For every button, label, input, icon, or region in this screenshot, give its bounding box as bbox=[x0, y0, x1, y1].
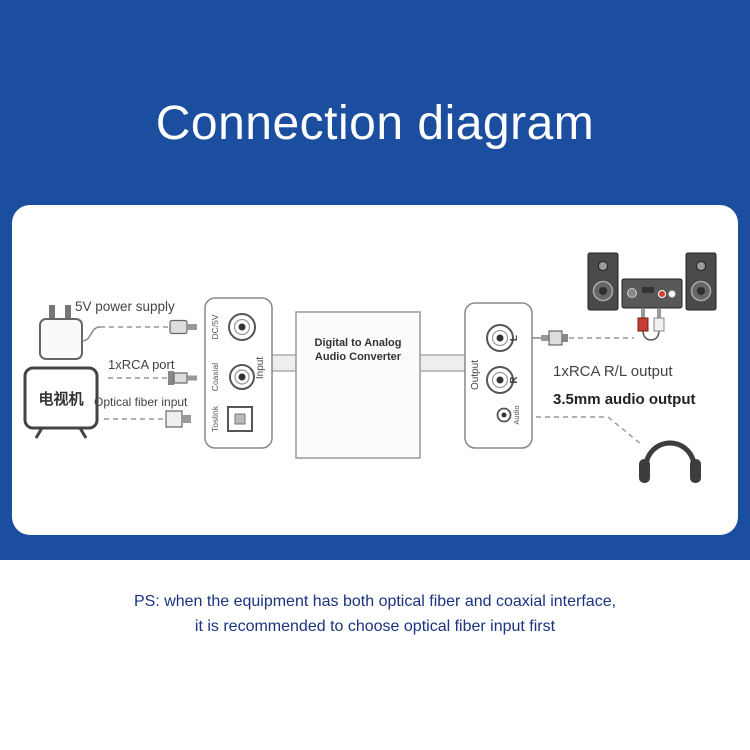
rca-output-plug-icon bbox=[541, 330, 568, 346]
coaxial-port-label: Coaxial bbox=[210, 363, 220, 391]
footer-note-line1: PS: when the equipment has both optical … bbox=[133, 593, 617, 610]
l-port-label: L bbox=[509, 335, 520, 341]
rca-output-label: 1xRCA R/L output bbox=[553, 363, 673, 380]
page-title: Connection diagram bbox=[155, 97, 595, 150]
output-side-label: Output bbox=[470, 360, 481, 390]
rca-input-label: 1xRCA port bbox=[108, 357, 175, 372]
converter-body: Digital to Analog Audio Converter bbox=[295, 311, 421, 459]
audio-port-label: Audio bbox=[512, 405, 521, 424]
audio-connector-line bbox=[536, 416, 643, 446]
input-side-label: Input bbox=[255, 357, 266, 379]
rca-plug-icon bbox=[168, 371, 197, 385]
device-name-line2: Audio Converter bbox=[315, 351, 402, 363]
output-panel: Output L R Audio bbox=[464, 302, 533, 449]
optical-input-label: Optical fiber input bbox=[94, 395, 188, 409]
dc-port-label: DC/5V bbox=[210, 314, 220, 339]
tv-label: 电视机 bbox=[38, 390, 83, 408]
connector-tab-left bbox=[267, 354, 301, 372]
connector-tab-right bbox=[415, 354, 470, 372]
power-adapter-icon bbox=[39, 305, 101, 360]
toslink-port-label: Toslink bbox=[210, 405, 220, 432]
speaker-system-icon bbox=[587, 252, 717, 311]
headphones-icon bbox=[639, 440, 701, 483]
audio-output-label: 3.5mm audio output bbox=[553, 391, 696, 408]
footer-note: PS: when the equipment has both optical … bbox=[0, 589, 750, 639]
input-panel: DC/5V Coaxial Toslink Input bbox=[204, 297, 273, 449]
toslink-plug-icon bbox=[165, 410, 191, 428]
device-name-line1: Digital to Analog bbox=[315, 337, 402, 349]
footer-note-line2: it is recommended to choose optical fibe… bbox=[194, 618, 556, 635]
tv-icon: 电视机 bbox=[23, 366, 99, 439]
power-supply-label: 5V power supply bbox=[75, 299, 175, 314]
dc-plug-icon bbox=[169, 319, 197, 335]
connection-diagram: 5V power supply 电视机 1xRCA port bbox=[23, 252, 717, 483]
diagram-panel: 5V power supply 电视机 1xRCA port bbox=[12, 205, 738, 535]
rca-cable-icon bbox=[637, 309, 665, 341]
r-port-label: R bbox=[509, 376, 520, 384]
